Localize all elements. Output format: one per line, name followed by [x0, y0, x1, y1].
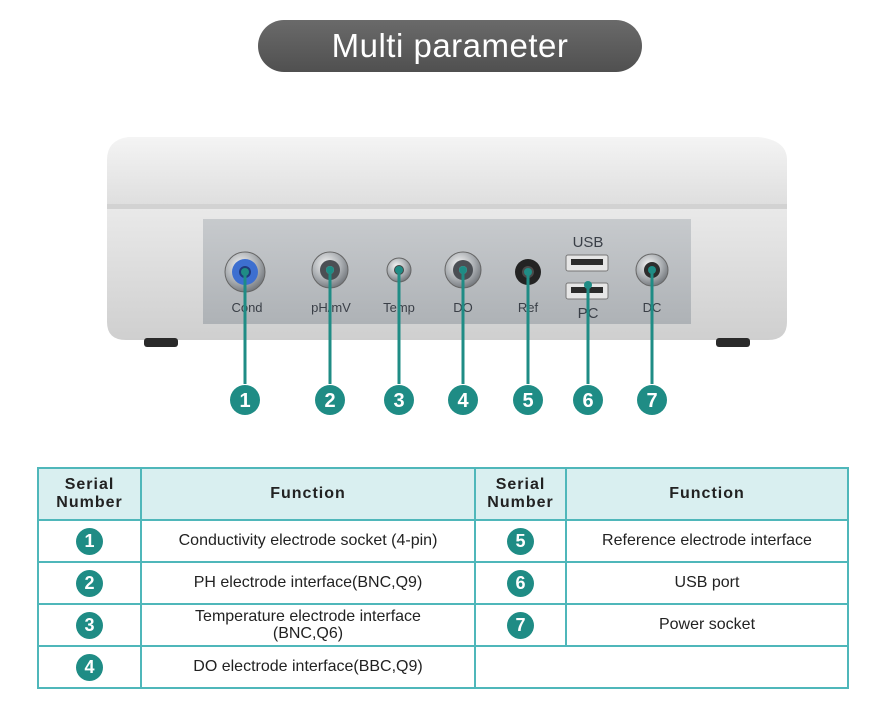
- device-seam: [107, 204, 787, 209]
- function-cell: DO electrode interface(BBC,Q9): [140, 645, 476, 689]
- serial-badge: 6: [507, 569, 534, 597]
- callout-number: 6: [582, 390, 593, 412]
- port-label-usb: USB: [573, 234, 604, 251]
- serial-badge: 4: [76, 653, 103, 681]
- callout-number: 5: [522, 390, 533, 412]
- callout-number: 2: [324, 390, 335, 412]
- callout-badge-6: 6: [573, 385, 603, 415]
- serial-badge: 7: [507, 611, 534, 639]
- function-cell: PH electrode interface(BNC,Q9): [140, 561, 476, 605]
- function-cell: Conductivity electrode socket (4-pin): [140, 519, 476, 563]
- device-foot-left: [144, 338, 178, 347]
- device-foot-right: [716, 338, 750, 347]
- callout-dots: [241, 266, 656, 289]
- callout-number: 1: [239, 390, 250, 412]
- serial-cell: 4: [37, 645, 142, 689]
- header-serial-number: Serial Number: [37, 467, 142, 521]
- callout-lines: [243, 270, 654, 384]
- serial-badge: 2: [76, 569, 103, 597]
- serial-badge: 5: [507, 527, 534, 555]
- device-lid: [107, 137, 787, 206]
- device-diagram: Cond pH/mV Temp DO Ref USB PC DC 1 2 3 4…: [107, 137, 787, 415]
- header-serial-number: Serial Number: [474, 467, 567, 521]
- empty-cell: [475, 645, 849, 689]
- serial-badge: 3: [76, 611, 103, 639]
- callout-badge-1: 1: [230, 385, 260, 415]
- serial-badge: 1: [76, 527, 103, 555]
- page-title: Multi parameter: [258, 20, 642, 72]
- callout-badge-2: 2: [315, 385, 345, 415]
- serial-cell: 1: [37, 519, 142, 563]
- serial-cell: 2: [37, 561, 142, 605]
- table-row: 3 Temperature electrode interface (BNC,Q…: [37, 603, 849, 647]
- serial-cell: 6: [474, 561, 567, 605]
- function-cell: USB port: [565, 561, 849, 605]
- header-function: Function: [565, 467, 849, 521]
- serial-cell: 3: [37, 603, 142, 647]
- port-label-cond: Cond: [231, 300, 262, 315]
- serial-cell: 7: [474, 603, 567, 647]
- callout-badge-5: 5: [513, 385, 543, 415]
- table-row: 4 DO electrode interface(BBC,Q9): [37, 645, 849, 689]
- callout-badge-4: 4: [448, 385, 478, 415]
- callout-number: 4: [457, 390, 469, 412]
- port-function-table: Serial Number Function Serial Number Fun…: [37, 467, 849, 689]
- callout-number: 3: [393, 390, 404, 412]
- callout-badge-3: 3: [384, 385, 414, 415]
- function-cell: Temperature electrode interface (BNC,Q6): [140, 603, 476, 647]
- callout-number: 7: [646, 390, 657, 412]
- function-cell: Reference electrode interface: [565, 519, 849, 563]
- function-cell: Power socket: [565, 603, 849, 647]
- table-header-row: Serial Number Function Serial Number Fun…: [37, 467, 849, 521]
- table-row: 1 Conductivity electrode socket (4-pin) …: [37, 519, 849, 563]
- header-function: Function: [140, 467, 476, 521]
- serial-cell: 5: [474, 519, 567, 563]
- table-row: 2 PH electrode interface(BNC,Q9) 6 USB p…: [37, 561, 849, 605]
- callout-badge-7: 7: [637, 385, 667, 415]
